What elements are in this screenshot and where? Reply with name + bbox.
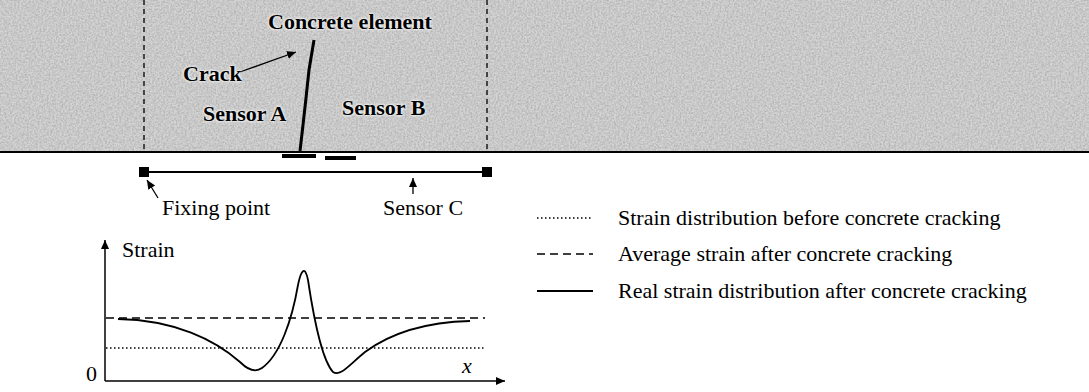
y-axis bbox=[104, 240, 106, 381]
leader-line bbox=[147, 180, 158, 198]
real-strain-curve bbox=[118, 271, 470, 373]
gauge-boundary bbox=[143, 0, 144, 152]
element-name: Concrete element bbox=[268, 10, 432, 34]
fixing-point bbox=[139, 167, 149, 177]
part-label: Fixing point bbox=[162, 196, 270, 220]
part-label: Crack bbox=[183, 62, 242, 86]
leader-line bbox=[240, 52, 296, 72]
legend-text: Real strain distribution after concrete … bbox=[618, 279, 1027, 303]
sensor-label: Sensor B bbox=[342, 96, 425, 120]
axis-label: Strain bbox=[122, 238, 175, 262]
axis-origin: 0 bbox=[86, 362, 97, 386]
legend-sample bbox=[535, 249, 595, 259]
sensor-label: Sensor C bbox=[383, 196, 463, 220]
sensor-gap bbox=[316, 152, 330, 153]
average-strain bbox=[106, 317, 485, 319]
sensor-label: Sensor A bbox=[203, 102, 286, 126]
crack-line bbox=[300, 40, 314, 151]
leader-line bbox=[412, 178, 413, 194]
concrete-edge bbox=[0, 151, 1089, 153]
sensor-a bbox=[282, 154, 316, 158]
strain-before-cracking bbox=[106, 347, 485, 348]
fixing-point bbox=[482, 167, 492, 177]
legend-sample bbox=[535, 213, 595, 223]
legend-text: Average strain after concrete cracking bbox=[618, 242, 952, 266]
x-axis bbox=[105, 380, 505, 382]
axis-label: x bbox=[462, 354, 472, 378]
concrete-texture bbox=[0, 0, 1089, 152]
legend-text: Strain distribution before concrete crac… bbox=[618, 206, 1000, 230]
legend-sample bbox=[535, 286, 595, 296]
sensor-b bbox=[325, 156, 356, 160]
concrete-body bbox=[0, 0, 1089, 152]
sensor-c bbox=[144, 171, 487, 173]
gauge-boundary bbox=[486, 0, 487, 152]
